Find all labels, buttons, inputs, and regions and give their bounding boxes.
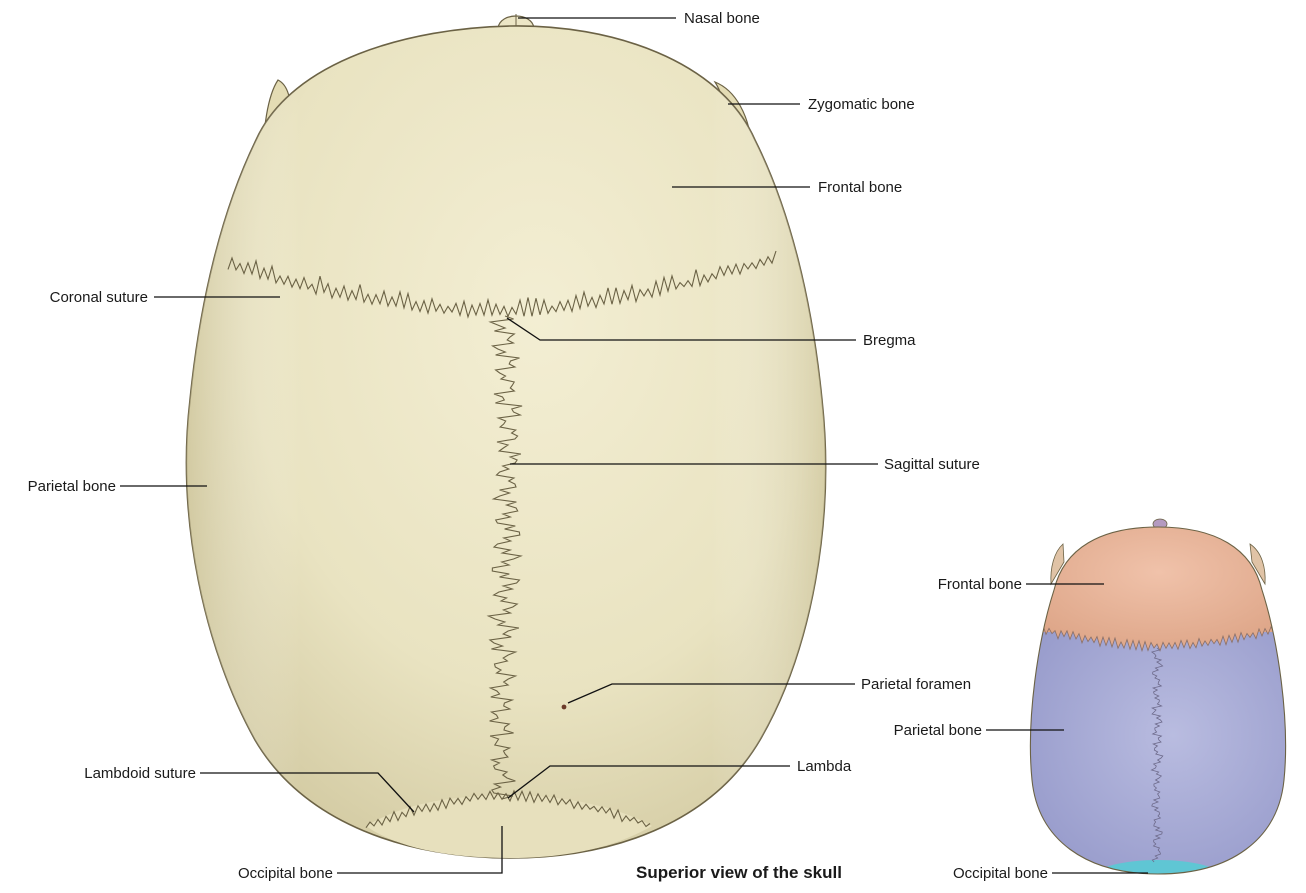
inset-skull — [1020, 519, 1300, 888]
label-occipital-bone: Occipital bone — [238, 865, 333, 882]
figure-caption: Superior view of the skull — [636, 863, 842, 882]
label-zygomatic-bone: Zygomatic bone — [808, 96, 915, 113]
inset-label-frontal-bone: Frontal bone — [938, 576, 1022, 593]
main-skull — [186, 14, 825, 858]
label-frontal-bone: Frontal bone — [818, 179, 902, 196]
label-bregma: Bregma — [863, 332, 916, 349]
label-lambda: Lambda — [797, 758, 852, 775]
parietal-foramen-dot — [562, 705, 567, 710]
label-lambdoid-suture: Lambdoid suture — [84, 765, 196, 782]
label-parietal-foramen: Parietal foramen — [861, 676, 971, 693]
label-nasal-bone: Nasal bone — [684, 10, 760, 27]
inset-label-parietal-bone: Parietal bone — [894, 722, 982, 739]
label-parietal-bone: Parietal bone — [28, 478, 116, 495]
label-sagittal-suture: Sagittal suture — [884, 456, 980, 473]
inset-parietal-region — [1030, 632, 1290, 888]
inset-label-occipital-bone: Occipital bone — [953, 865, 1048, 882]
label-coronal-suture: Coronal suture — [50, 289, 148, 306]
